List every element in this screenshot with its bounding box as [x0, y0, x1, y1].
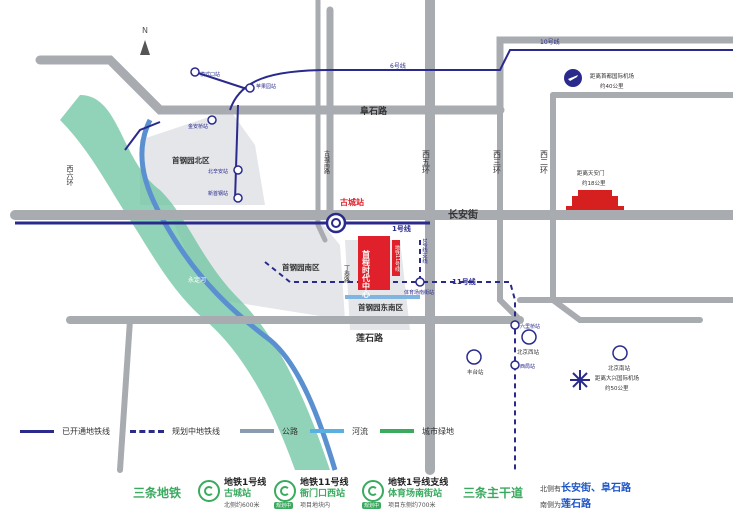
station-card-1: 地铁1号线 古城站 北侧约600米: [198, 478, 266, 522]
beijing-south-label: 北京南站: [608, 364, 631, 372]
station-card-3-name: 体育场南街站: [388, 489, 443, 499]
map-legend: 已开通地铁线 规划中地铁线 公路 河流 城市绿地: [20, 421, 720, 441]
transport-summary: 三条地铁 地铁1号线 古城站 北侧约600米 规划中 地铁11号线 衙门口西站 …: [0, 470, 733, 526]
road-lianshi: 莲石路: [356, 332, 384, 344]
road-dingtai: 丁泰路: [343, 265, 350, 284]
daxing-l1: 距离大兴国际机场: [595, 374, 640, 382]
road-west3: 西三环: [493, 150, 502, 175]
tiananmen-l1: 距离天安门: [577, 169, 605, 177]
arterial-roads: 北侧有长安街、阜石路 南侧为莲石路: [540, 481, 631, 513]
legend-green: 城市绿地: [380, 421, 454, 441]
metro-station-icon: [198, 480, 220, 502]
project-sub-block: [392, 240, 400, 276]
line-6-label: 6号线: [390, 62, 406, 70]
road-network: [10, 0, 733, 475]
north-compass: N: [140, 26, 150, 55]
station-card-1-name: 古城站: [224, 489, 252, 499]
fengtai-label: 丰台站: [467, 368, 484, 376]
road-west6: 西六环: [66, 165, 74, 187]
station-tiyuchang: 体育场南街站: [404, 289, 434, 296]
line-11-label: 11号线: [452, 277, 476, 286]
green-belt: [60, 95, 330, 470]
legend-river: 河流: [310, 421, 368, 441]
capital-airport-l1: 距离首都国际机场: [590, 72, 635, 80]
metro-station-markers: [190, 67, 520, 370]
station-card-3: 规划中 地铁1号线支线 体育场南街站 项目东侧约700米: [362, 478, 448, 522]
metro-title: 三条地铁: [133, 486, 182, 500]
station-card-2-line: 地铁11号线: [300, 478, 349, 488]
station-beixinan: 北辛安站: [208, 168, 228, 175]
station-pingguoyuan: 苹果园站: [256, 83, 276, 90]
project-block: [358, 236, 390, 290]
station-jindingshan: 金安桥站: [188, 123, 208, 130]
road-fushi: 阜石路: [360, 105, 388, 117]
project-label: 首程时代中心: [362, 249, 371, 299]
yongding-river: [139, 118, 338, 471]
station-liuliqiao: 六里桥站: [520, 323, 540, 330]
road-changan: 长安街: [448, 208, 478, 221]
tiananmen-l2: 约18公里: [582, 179, 606, 187]
station-card-2-name: 衙门口西站: [300, 489, 346, 499]
station-card-1-note: 北侧约600米: [224, 502, 260, 509]
station-card-3-line: 地铁1号线支线: [388, 478, 449, 488]
station-gucheng: 古城站: [340, 197, 364, 207]
station-card-2: 规划中 地铁11号线 衙门口西站 项目地块内: [274, 478, 349, 522]
project-sub-label: 地铁11号线: [394, 244, 400, 271]
road-gucheng-south: 古城南路: [323, 149, 330, 175]
station-card-3-note: 项目东侧约700米: [388, 502, 436, 509]
station-card-2-note: 项目地块内: [300, 502, 331, 509]
metro-station-icon: 规划中: [362, 480, 384, 509]
road-west2: 西二环: [540, 150, 549, 175]
park-north-area: [140, 110, 265, 205]
roads-south: 南侧为莲石路: [540, 499, 591, 510]
park-south-area: [170, 215, 345, 320]
legend-road: 公路: [240, 421, 298, 441]
area-southeast: 首钢园东南区: [358, 302, 403, 312]
line-1-label: 1号线: [392, 224, 411, 233]
gucheng-station-marker: [325, 212, 347, 234]
legend-planned-metro: 规划中地铁线: [130, 421, 220, 441]
capital-airport-l2: 约40公里: [600, 82, 624, 90]
area-south: 首钢园南区: [282, 262, 320, 272]
station-moshikou: 模式口站: [200, 71, 220, 78]
roads-title: 三条主干道: [463, 486, 524, 500]
beijing-west-label: 北京西站: [517, 348, 540, 356]
daxing-airport-icon: [570, 370, 590, 390]
svg-text:N: N: [142, 26, 148, 35]
area-north: 首钢园北区: [172, 155, 210, 165]
legend-open-metro: 已开通地铁线: [20, 421, 110, 441]
station-xinshougang: 新首钢站: [208, 190, 228, 197]
station-xiju: 西局站: [520, 363, 535, 370]
metro-station-icon: 规划中: [274, 480, 296, 509]
railway-station-icon: [466, 329, 628, 365]
station-card-1-line: 地铁1号线: [224, 478, 267, 488]
roads-north: 北侧有长安街、阜石路: [540, 483, 631, 494]
line-1-branch-label: 1号线支线: [421, 238, 428, 264]
road-west5: 西五环: [422, 150, 431, 175]
daxing-l2: 约50公里: [605, 384, 629, 392]
line-10-label: 10号线: [540, 38, 560, 46]
gucheng-station-inner: [331, 218, 341, 228]
airplane-icon: [564, 69, 582, 87]
river-label: 永定河: [188, 276, 206, 284]
tiananmen-icon: [566, 190, 624, 210]
